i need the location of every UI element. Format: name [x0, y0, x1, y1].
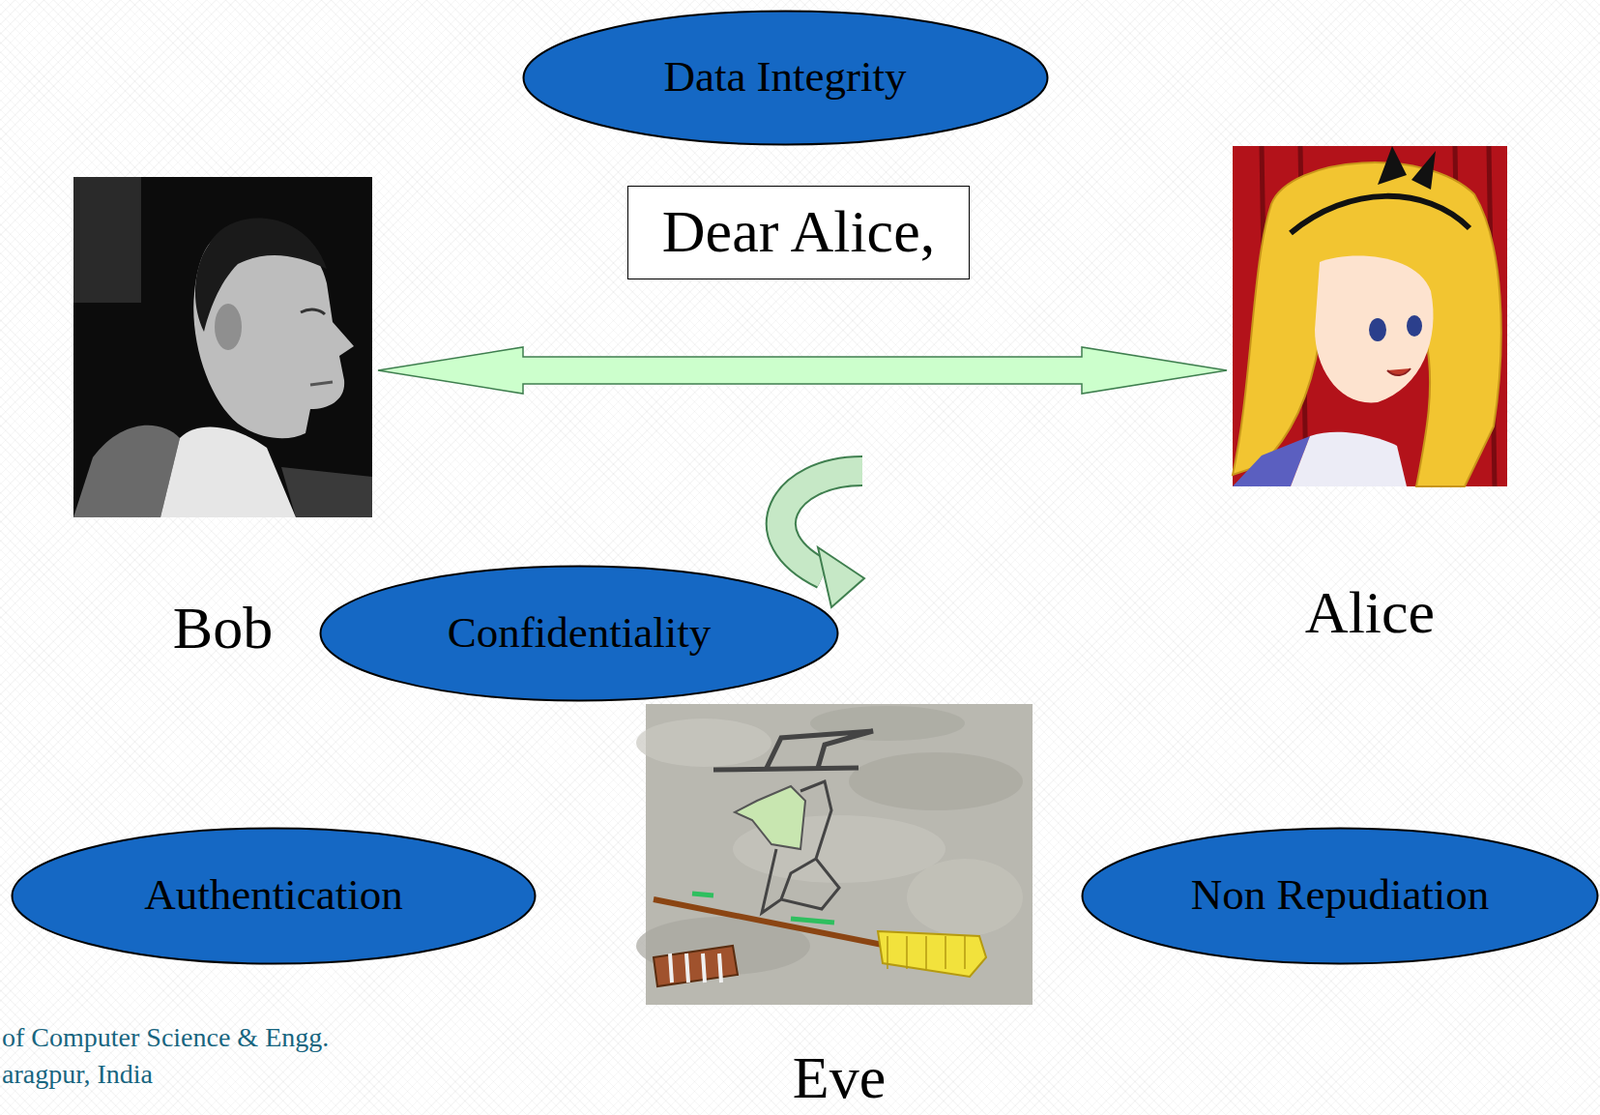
footer-text: of Computer Science & Engg.	[1, 1022, 329, 1053]
illustration-part	[653, 899, 888, 946]
goal-ellipse: Non Repudiation	[1080, 826, 1600, 965]
ellipse-shape	[320, 566, 839, 701]
person-portrait: Alice	[1232, 145, 1508, 487]
attacker-portrait	[645, 703, 1033, 1005]
double-arrow	[378, 347, 1227, 394]
illustration-part	[963, 935, 966, 969]
goal-ellipse: Data Integrity	[522, 9, 1049, 146]
illustration-part	[214, 303, 242, 350]
illustration-part	[195, 218, 327, 332]
illustration-part	[848, 752, 1023, 811]
node-label: Dear Alice,	[662, 197, 935, 266]
illustration-part	[1290, 432, 1407, 487]
illustration-part	[160, 427, 296, 518]
illustration-part	[1368, 318, 1387, 342]
illustration-part	[653, 945, 738, 987]
illustration-part	[790, 918, 835, 923]
illustration-part	[761, 781, 840, 913]
illustration-part	[1290, 196, 1470, 233]
ellipse-shape	[523, 10, 1048, 145]
ellipse-shape	[1082, 827, 1599, 963]
illustration-part	[669, 953, 672, 983]
illustration-part	[686, 953, 689, 983]
illustration-part	[73, 176, 142, 303]
illustration-part	[925, 935, 928, 969]
illustration-part	[905, 935, 908, 969]
node-label: Data Integrity	[663, 52, 906, 103]
illustration-part	[73, 176, 373, 518]
curved-arrow-head	[817, 547, 865, 608]
illustration-part	[1314, 256, 1434, 404]
illustration-part	[692, 893, 714, 896]
person-name: Bob	[73, 597, 373, 658]
illustration-part	[719, 953, 722, 983]
illustration-part	[944, 935, 947, 969]
goal-ellipse: Confidentiality	[319, 564, 840, 702]
illustration-part	[1387, 368, 1411, 376]
illustration-part	[1406, 315, 1423, 337]
person-portrait	[1232, 145, 1508, 487]
person-name: Alice	[1232, 581, 1508, 642]
message-box: Dear Alice,	[627, 185, 970, 280]
node-label: Non Repudiation	[1191, 870, 1490, 921]
illustration-part	[281, 466, 373, 518]
person-portrait	[73, 176, 373, 518]
illustration-part	[300, 309, 325, 315]
ellipse-shape	[12, 827, 536, 963]
node-label: Authentication	[144, 870, 403, 921]
illustration-part	[877, 930, 987, 977]
illustration-part	[1232, 145, 1508, 487]
illustration-part	[310, 381, 333, 385]
illustration-part	[734, 785, 806, 849]
person-name: Eve	[645, 1047, 1033, 1107]
illustration-part	[906, 858, 1023, 936]
footer-text: aragpur, India	[1, 1059, 153, 1090]
node-label: Confidentiality	[447, 608, 711, 659]
illustration-part	[1377, 145, 1436, 190]
attacker-portrait: Eve	[645, 703, 1033, 1005]
goal-ellipse: Authentication	[10, 826, 537, 965]
illustration-part	[636, 718, 772, 767]
person-portrait: Bob	[73, 176, 373, 518]
illustration-part	[702, 953, 705, 983]
illustration-part	[713, 730, 873, 770]
illustration-part	[886, 935, 889, 969]
illustration-part	[1232, 162, 1502, 487]
